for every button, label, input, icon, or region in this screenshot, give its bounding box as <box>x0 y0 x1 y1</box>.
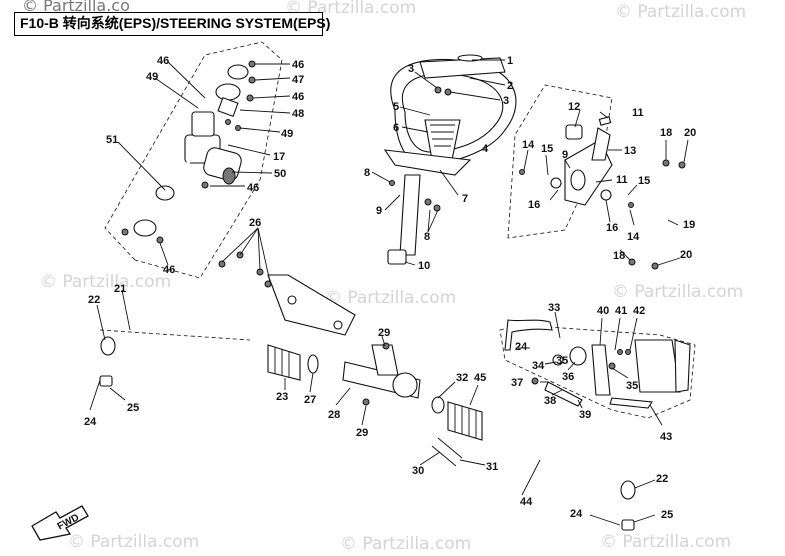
callout-46: 46 <box>157 55 169 67</box>
callout-46: 46 <box>163 264 175 276</box>
steering-wheel-assembly <box>383 54 517 265</box>
callout-45: 45 <box>474 372 486 384</box>
callout-17: 17 <box>273 151 285 163</box>
callout-22: 22 <box>88 294 100 306</box>
callout-2: 2 <box>507 80 513 92</box>
steering-rack-assembly <box>99 251 636 531</box>
callout-37: 37 <box>511 377 523 389</box>
callout-46: 46 <box>292 59 304 71</box>
callout-47: 47 <box>292 74 304 86</box>
callout-9: 9 <box>376 205 382 217</box>
callout-49: 49 <box>146 71 158 83</box>
callout-18: 18 <box>660 127 672 139</box>
callout-29: 29 <box>378 327 390 339</box>
callout-28: 28 <box>328 409 340 421</box>
callout-49: 49 <box>281 128 293 140</box>
callout-25: 25 <box>661 509 673 521</box>
callout-24: 24 <box>84 416 97 428</box>
callout-15: 15 <box>638 175 650 187</box>
callout-4: 4 <box>482 143 489 155</box>
callout-32: 32 <box>456 372 468 384</box>
callout-46: 46 <box>292 91 304 103</box>
callout-18: 18 <box>613 250 625 262</box>
callout-36: 36 <box>562 371 574 383</box>
callout-35: 35 <box>626 380 638 392</box>
callout-40: 40 <box>597 305 609 317</box>
callout-33: 33 <box>548 302 560 314</box>
callout-44: 44 <box>520 496 533 508</box>
callout-43: 43 <box>660 431 672 443</box>
callout-27: 27 <box>304 394 316 406</box>
right-bracket-assembly <box>499 319 696 419</box>
callout-14: 14 <box>627 231 640 243</box>
callout-8: 8 <box>364 167 370 179</box>
callout-35: 35 <box>556 355 568 367</box>
fwd-arrow-icon: FWD <box>31 505 89 541</box>
callout-3: 3 <box>503 95 509 107</box>
leader-lines <box>89 59 689 526</box>
callout-38: 38 <box>544 395 556 407</box>
callout-23: 23 <box>276 391 288 403</box>
page-title: F10-B 转向系统(EPS)/STEERING SYSTEM(EPS) <box>14 12 330 36</box>
callout-29: 29 <box>356 427 368 439</box>
callout-6: 6 <box>393 122 399 134</box>
callout-30: 30 <box>412 465 424 477</box>
callout-19: 19 <box>683 219 695 231</box>
callout-20: 20 <box>680 249 692 261</box>
callout-41: 41 <box>615 305 627 317</box>
callout-13: 13 <box>624 145 636 157</box>
eps-column-assembly <box>104 41 283 279</box>
callout-26: 26 <box>249 217 261 229</box>
callout-15: 15 <box>541 143 553 155</box>
callout-51: 51 <box>106 134 118 146</box>
callout-24: 24 <box>570 508 583 520</box>
callout-46: 46 <box>247 182 259 194</box>
callout-42: 42 <box>633 305 645 317</box>
callout-34: 34 <box>532 360 545 372</box>
callout-1: 1 <box>507 55 513 67</box>
callout-11: 11 <box>616 174 628 186</box>
callout-24: 24 <box>515 341 528 353</box>
callout-10: 10 <box>418 260 430 272</box>
callout-48: 48 <box>292 108 304 120</box>
callout-9: 9 <box>562 149 568 161</box>
callout-labels: 1 2 3 3 4 5 6 7 8 8 9 9 10 11 11 12 13 1… <box>84 55 696 521</box>
callout-14: 14 <box>522 139 535 151</box>
callout-21: 21 <box>114 283 126 295</box>
callout-22: 22 <box>656 473 668 485</box>
callout-39: 39 <box>579 409 591 421</box>
callout-3: 3 <box>408 63 414 75</box>
callout-16: 16 <box>606 222 618 234</box>
callout-12: 12 <box>568 101 580 113</box>
callout-50: 50 <box>274 168 286 180</box>
callout-5: 5 <box>393 101 399 113</box>
callout-7: 7 <box>462 193 468 205</box>
tilt-bracket-assembly <box>507 84 686 270</box>
fwd-label: FWD <box>56 512 81 532</box>
callout-8: 8 <box>424 231 430 243</box>
callout-25: 25 <box>127 402 139 414</box>
callout-11: 11 <box>632 107 644 119</box>
callout-20: 20 <box>684 127 696 139</box>
callout-16: 16 <box>528 199 540 211</box>
callout-31: 31 <box>486 461 498 473</box>
